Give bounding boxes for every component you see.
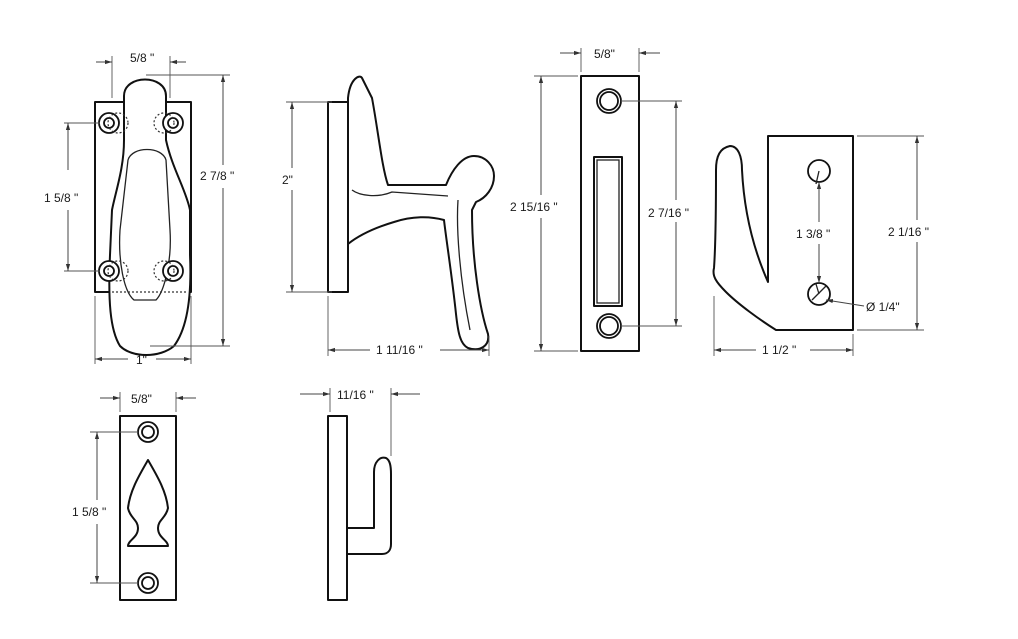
handle-side-lever (347, 75, 495, 351)
keeper-side-view: 1 3/8 " Ø 1/4" 2 1/16 " 1 1/2 " (712, 135, 929, 357)
handle-front-view: 5/8 " 1 5/8 " 2 7/8 " 1" (44, 51, 234, 367)
dim-handle-front-width: 5/8 " (130, 51, 154, 65)
catch-side-hook (346, 456, 392, 555)
strike-slot (593, 156, 623, 307)
dim-strike-hole-spacing: 2 7/16 " (648, 206, 689, 220)
dim-catch-side-depth: 11/16 " (337, 388, 374, 402)
dim-catch-width: 5/8" (131, 392, 152, 406)
catch-keyhole-slot (127, 459, 169, 547)
dim-keeper-hole-diameter: Ø 1/4" (866, 300, 900, 314)
catch-screw-hole (141, 576, 155, 590)
handle-screw-hole (103, 117, 115, 129)
catch-side-view: 11/16 " (300, 388, 420, 601)
strike-screw-hole (599, 316, 619, 336)
dim-handle-side-depth: 1 11/16 " (376, 343, 423, 357)
handle-screw-hole (103, 265, 115, 277)
catch-side-plate (327, 415, 348, 601)
dim-handle-base-width: 1" (136, 353, 147, 367)
handle-lever-inner (118, 148, 171, 301)
dim-keeper-height: 2 1/16 " (888, 225, 929, 239)
strike-screw-hole (599, 91, 619, 111)
handle-screw-hole (167, 117, 179, 129)
dim-handle-hole-spacing: 1 5/8 " (44, 191, 78, 205)
handle-screw-hole (167, 265, 179, 277)
handle-side-view: 2" 1 11/16 " (282, 75, 495, 357)
dim-strike-height: 2 15/16 " (510, 200, 558, 214)
dim-handle-side-height: 2" (282, 173, 293, 187)
dim-catch-hole-spacing: 1 5/8 " (72, 505, 106, 519)
handle-side-plate (327, 101, 349, 293)
catch-screw-hole (141, 425, 155, 439)
strike-plate-view: 5/8" 2 15/16 " 2 7/16 " (510, 47, 689, 352)
dim-keeper-width: 1 1/2 " (762, 343, 796, 357)
catch-plate-view: 5/8" 1 5/8 " (72, 392, 196, 601)
dim-keeper-hole-spacing: 1 3/8 " (796, 227, 830, 241)
dim-handle-front-height: 2 7/8 " (200, 169, 234, 183)
dim-strike-width: 5/8" (594, 47, 615, 61)
